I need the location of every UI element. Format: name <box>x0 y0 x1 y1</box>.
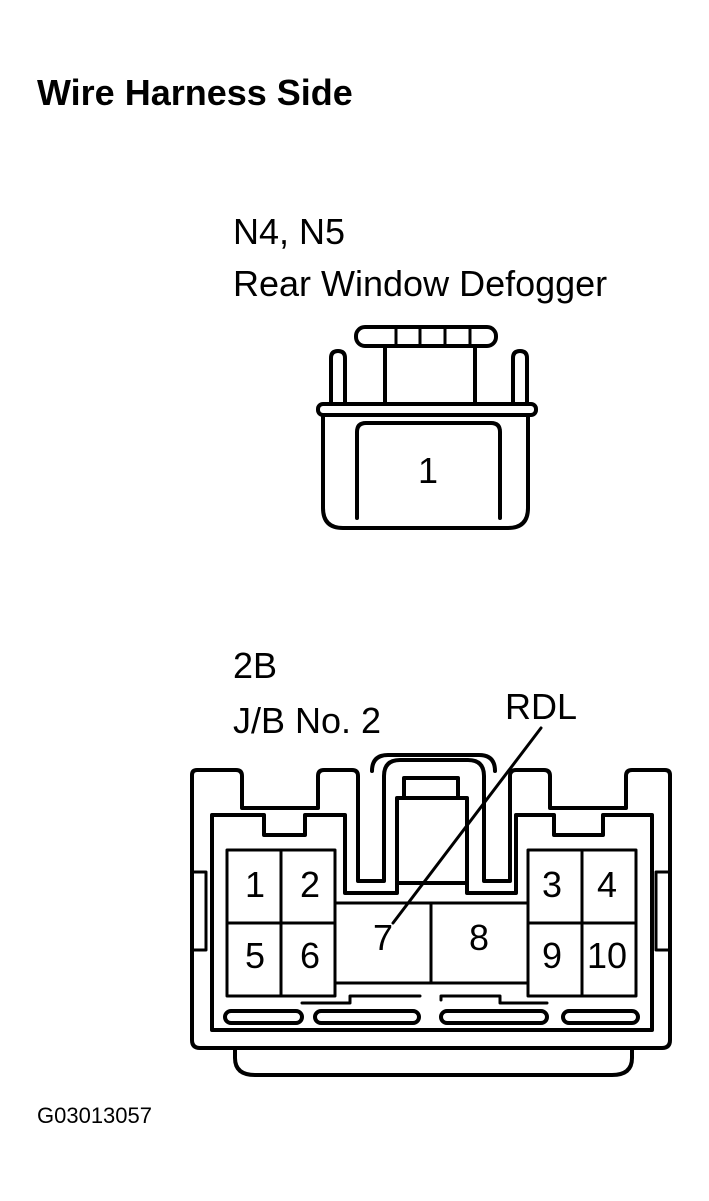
connector1-housing <box>316 325 538 530</box>
connector2-outline <box>190 758 672 1050</box>
connector1-name: Rear Window Defogger <box>233 263 608 304</box>
connector2-pin-label: 3 <box>542 864 562 905</box>
connector2-slot <box>561 1009 640 1025</box>
connector2-pin-label: 6 <box>300 935 320 976</box>
connector2-pin-label: 7 <box>373 917 393 958</box>
connector2-pin-label: 5 <box>245 935 265 976</box>
connector2-pin-grid <box>225 848 638 998</box>
figure-id: G03013057 <box>37 1103 152 1128</box>
connector2-pin-label: 10 <box>587 935 627 976</box>
connector2-housing <box>190 753 672 1077</box>
connector2-pin-label: 1 <box>245 864 265 905</box>
connector1-body <box>321 413 530 530</box>
connector2-skirt <box>233 1046 634 1077</box>
connector2-lock-tab <box>402 776 460 800</box>
connector1-pin-label: 1 <box>418 450 438 491</box>
connector2-slot <box>223 1009 304 1025</box>
connector2-pin-label: 8 <box>469 917 489 958</box>
diagram-title: Wire Harness Side <box>37 72 353 113</box>
connector2-pin-label: 9 <box>542 935 562 976</box>
connector2-slot <box>313 1009 421 1025</box>
connector1-left-post <box>329 349 347 406</box>
connector1-latch-bar <box>354 325 498 348</box>
terminal-callout-label: RDL <box>505 686 578 727</box>
connector2-name: J/B No. 2 <box>233 700 382 741</box>
connector2-latch <box>370 753 497 773</box>
connector1-flange <box>316 402 538 417</box>
connector1-lock-tab <box>383 344 477 406</box>
connector1-code: N4, N5 <box>233 211 346 252</box>
connector2-code: 2B <box>233 645 278 686</box>
connector2-pin-label: 2 <box>300 864 320 905</box>
connector2-pin-label: 4 <box>597 864 617 905</box>
connector1-cavity <box>355 421 502 520</box>
connector1-right-post <box>511 349 529 406</box>
connector2-slot <box>439 1009 549 1025</box>
connector2-inner-outline <box>210 813 654 1032</box>
callout-leader-line <box>391 726 543 925</box>
